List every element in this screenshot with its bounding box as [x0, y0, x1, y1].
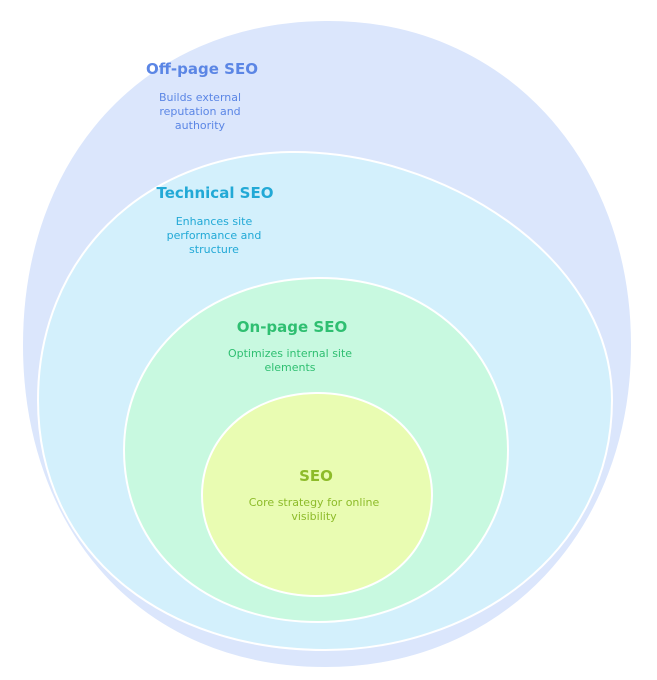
offpage-seo-desc-line-1: Builds external [159, 91, 241, 104]
core-seo-desc-line-2: visibility [291, 510, 337, 523]
technical-seo-desc-line-1: Enhances site [176, 215, 253, 228]
onpage-seo-desc-line-2: elements [264, 361, 315, 374]
onpage-seo-desc-line-1: Optimizes internal site [228, 347, 352, 360]
offpage-seo-desc-line-3: authority [175, 119, 226, 132]
technical-seo-title: Technical SEO [157, 184, 274, 202]
core-seo-desc-line-1: Core strategy for online [249, 496, 380, 509]
onpage-seo-title: On-page SEO [237, 318, 347, 336]
core-seo-title: SEO [299, 467, 333, 485]
technical-seo-desc-line-3: structure [189, 243, 239, 256]
technical-seo-desc-line-2: performance and [167, 229, 262, 242]
core-seo-circle[interactable] [200, 391, 434, 598]
offpage-seo-title: Off-page SEO [146, 60, 258, 78]
offpage-seo-desc-line-2: reputation and [159, 105, 240, 118]
